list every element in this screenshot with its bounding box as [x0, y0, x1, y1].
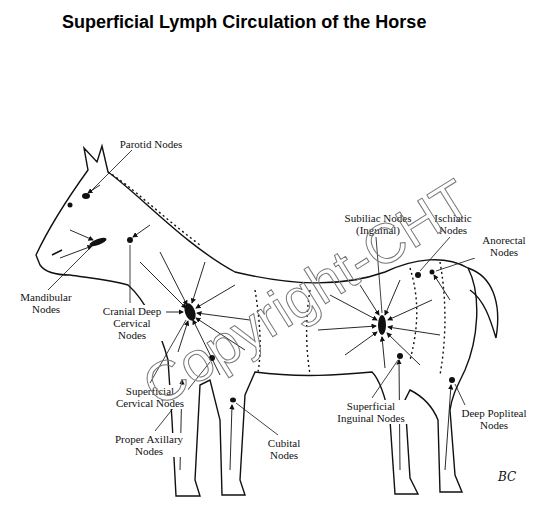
node-label: Proper Axillary Nodes: [108, 433, 190, 457]
node-label: Parotid Nodes: [110, 138, 192, 150]
watermark: Copyright-CHT: [131, 166, 482, 419]
signature: BC: [498, 470, 516, 484]
node-label: Mandibular Nodes: [12, 291, 80, 315]
node-label: Cranial Deep Cervical Nodes: [98, 305, 166, 341]
node-label: Deep Popliteal Nodes: [458, 407, 530, 431]
diagram-title: Superficial Lymph Circulation of the Hor…: [62, 12, 426, 33]
node-label: Anorectal Nodes: [470, 234, 538, 258]
node-label: Superficial Inguinal Nodes: [332, 400, 410, 424]
node-label: Cubital Nodes: [258, 437, 310, 461]
